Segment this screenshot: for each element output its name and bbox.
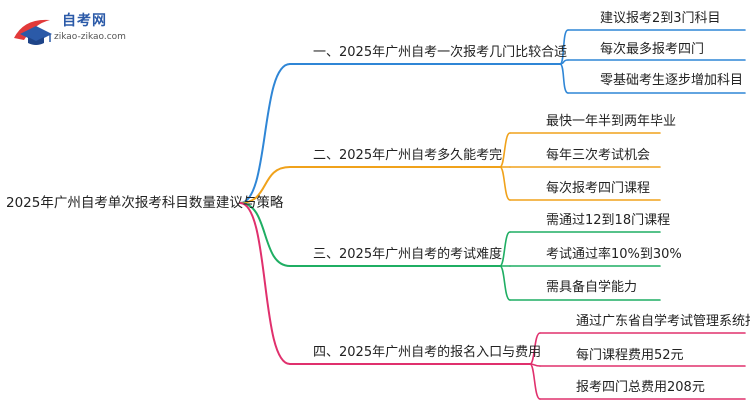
branch-2-child-1-connector: [499, 132, 511, 168]
branch-4-child-1-connector: [529, 332, 541, 365]
branch-3-child-3-connector: [499, 265, 511, 301]
branch-4-child-1: 通过广东省自学考试管理系统报名: [576, 314, 750, 329]
logo-url: zikao-zikao.com: [54, 32, 126, 42]
branch-2-child-1: 最快一年半到两年毕业: [546, 114, 677, 129]
branch-2-child-3-connector: [499, 166, 511, 201]
branch-3-child-3: 需具备自学能力: [546, 280, 638, 295]
root-connector-4: [239, 202, 291, 365]
root-connector-1: [239, 63, 291, 204]
branch-3-label: 三、2025年广州自考的考试难度: [313, 247, 503, 262]
root-node: 2025年广州自考单次报考科目数量建议与策略: [6, 195, 284, 211]
root-connector-3: [239, 202, 291, 267]
branch-1-label: 一、2025年广州自考一次报考几门比较合适: [313, 45, 568, 60]
site-logo[interactable]: 自考网 zikao-zikao.com: [10, 6, 160, 52]
branch-1-child-1: 建议报考2到3门科目: [600, 11, 721, 26]
branch-3-child-2: 考试通过率10%到30%: [546, 247, 682, 262]
logo-title: 自考网: [62, 13, 107, 29]
branch-1-child-3-connector: [559, 63, 569, 94]
root-connector-2: [239, 166, 291, 204]
branch-1-child-1-connector: [559, 29, 569, 65]
branch-4-child-3-connector: [529, 363, 541, 400]
branch-1-child-2: 每次最多报考四门: [600, 42, 705, 57]
branch-1-child-3: 零基础考生逐步增加科目: [600, 73, 744, 88]
branch-2-child-2: 每年三次考试机会: [546, 148, 651, 163]
branch-3-child-1: 需通过12到18门课程: [546, 213, 671, 228]
branch-3-child-1-connector: [499, 231, 511, 267]
branch-4-child-3: 报考四门总费用208元: [576, 380, 705, 395]
branch-4-child-2: 每门课程费用52元: [576, 348, 684, 363]
graduation-cap-icon: [14, 19, 52, 45]
branch-2-child-3: 每次报考四门课程: [546, 181, 651, 196]
branch-2-label: 二、2025年广州自考多久能考完: [313, 148, 503, 163]
branch-4-label: 四、2025年广州自考的报名入口与费用: [313, 345, 542, 360]
